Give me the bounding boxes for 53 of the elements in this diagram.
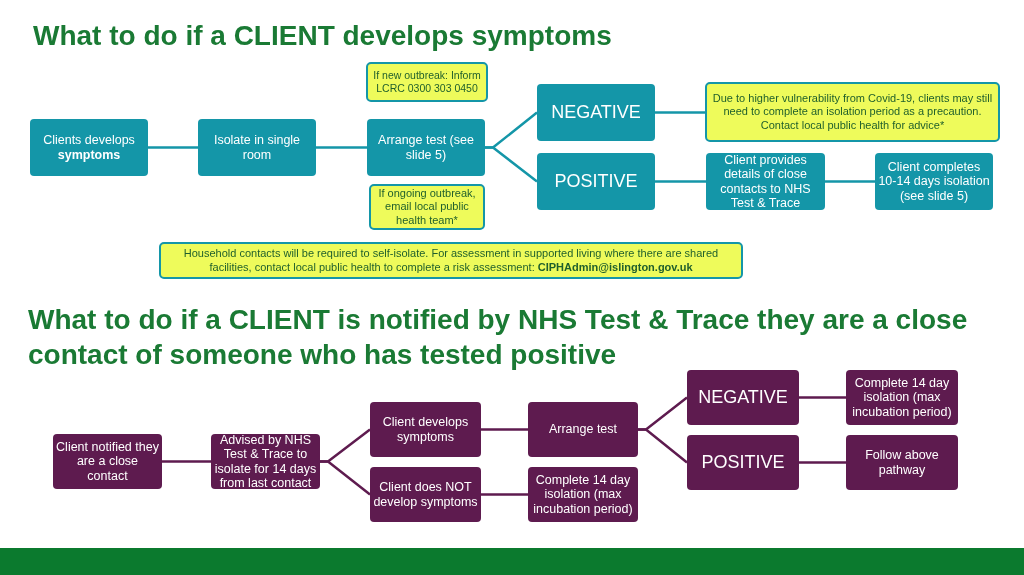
connector-line — [825, 180, 875, 183]
result-box — [687, 370, 799, 425]
note-box — [159, 242, 743, 279]
box-text: Arrange test (see slide 5) — [377, 133, 475, 162]
process-box — [875, 153, 993, 210]
box-text: Client provides details of close contacts to NHS Test & Trace — [719, 152, 812, 211]
note-box — [369, 184, 485, 230]
connector-line — [799, 461, 846, 464]
box-text: Complete 14 day isolation (max incubation period) — [851, 375, 953, 420]
note-box — [366, 62, 488, 102]
result-box — [537, 84, 655, 141]
box-text: NEGATIVE — [551, 102, 641, 123]
box-text: Follow above pathway — [864, 448, 940, 477]
box-text: Arrange test — [548, 422, 618, 437]
connector-line — [481, 428, 528, 431]
connector-line — [162, 460, 211, 463]
box-text: POSITIVE — [554, 171, 638, 192]
section-heading: What to do if a CLIENT is notified by NHS Test & Trace they are a close contact of someone who has tested positive — [28, 303, 969, 372]
box-text: Client completes 10-14 days isolation (see slide 5) — [878, 159, 990, 204]
title: What to do if a CLIENT develops symptoms — [33, 20, 612, 52]
box-text: If new outbreak: Inform LCRC 0300 303 0450 — [372, 69, 482, 95]
process-box — [30, 119, 148, 176]
process-box — [370, 467, 481, 522]
result-box — [537, 153, 655, 210]
process-box — [706, 153, 825, 210]
connector-line — [481, 493, 528, 496]
connector-line — [316, 146, 367, 149]
process-box — [846, 435, 958, 490]
box-text: If ongoing outbreak, email local public health team* — [377, 187, 477, 227]
box-text: Clients develops symptoms — [42, 133, 136, 162]
box-text: Advised by NHS Test & Trace to isolate for 14 days from last contact — [214, 432, 317, 491]
box-text: Isolate in single room — [212, 133, 302, 162]
process-box — [367, 119, 485, 176]
box-text: Client does NOT develop symptoms — [373, 480, 478, 509]
process-box — [370, 402, 481, 457]
box-text: POSITIVE — [701, 452, 785, 473]
box-text: Household contacts will be required to self-isolate. For assessment in supported living where there are shared facilities, contact local public health to complete a risk assessment: CIPHAdmin@islington.gov.uk — [182, 247, 720, 274]
connector-line — [320, 460, 371, 496]
result-box — [687, 435, 799, 490]
connector-line — [655, 111, 705, 114]
process-box — [528, 402, 638, 457]
box-text: Complete 14 day isolation (max incubation period) — [532, 472, 634, 517]
process-box — [198, 119, 316, 176]
connector-line — [485, 146, 538, 183]
connector-line — [799, 396, 846, 399]
box-text: Client notified they are a close contact — [56, 439, 159, 484]
box-text: NEGATIVE — [698, 387, 788, 408]
connector-line — [638, 428, 688, 464]
note-box — [705, 82, 1000, 142]
connector-line — [148, 146, 198, 149]
connector-line — [655, 180, 706, 183]
box-text: Client develops symptoms — [381, 415, 470, 444]
box-text: Due to higher vulnerability from Covid-19, clients may still need to complete an isolation period as a precaution. Contact local public health for advice* — [711, 92, 994, 132]
